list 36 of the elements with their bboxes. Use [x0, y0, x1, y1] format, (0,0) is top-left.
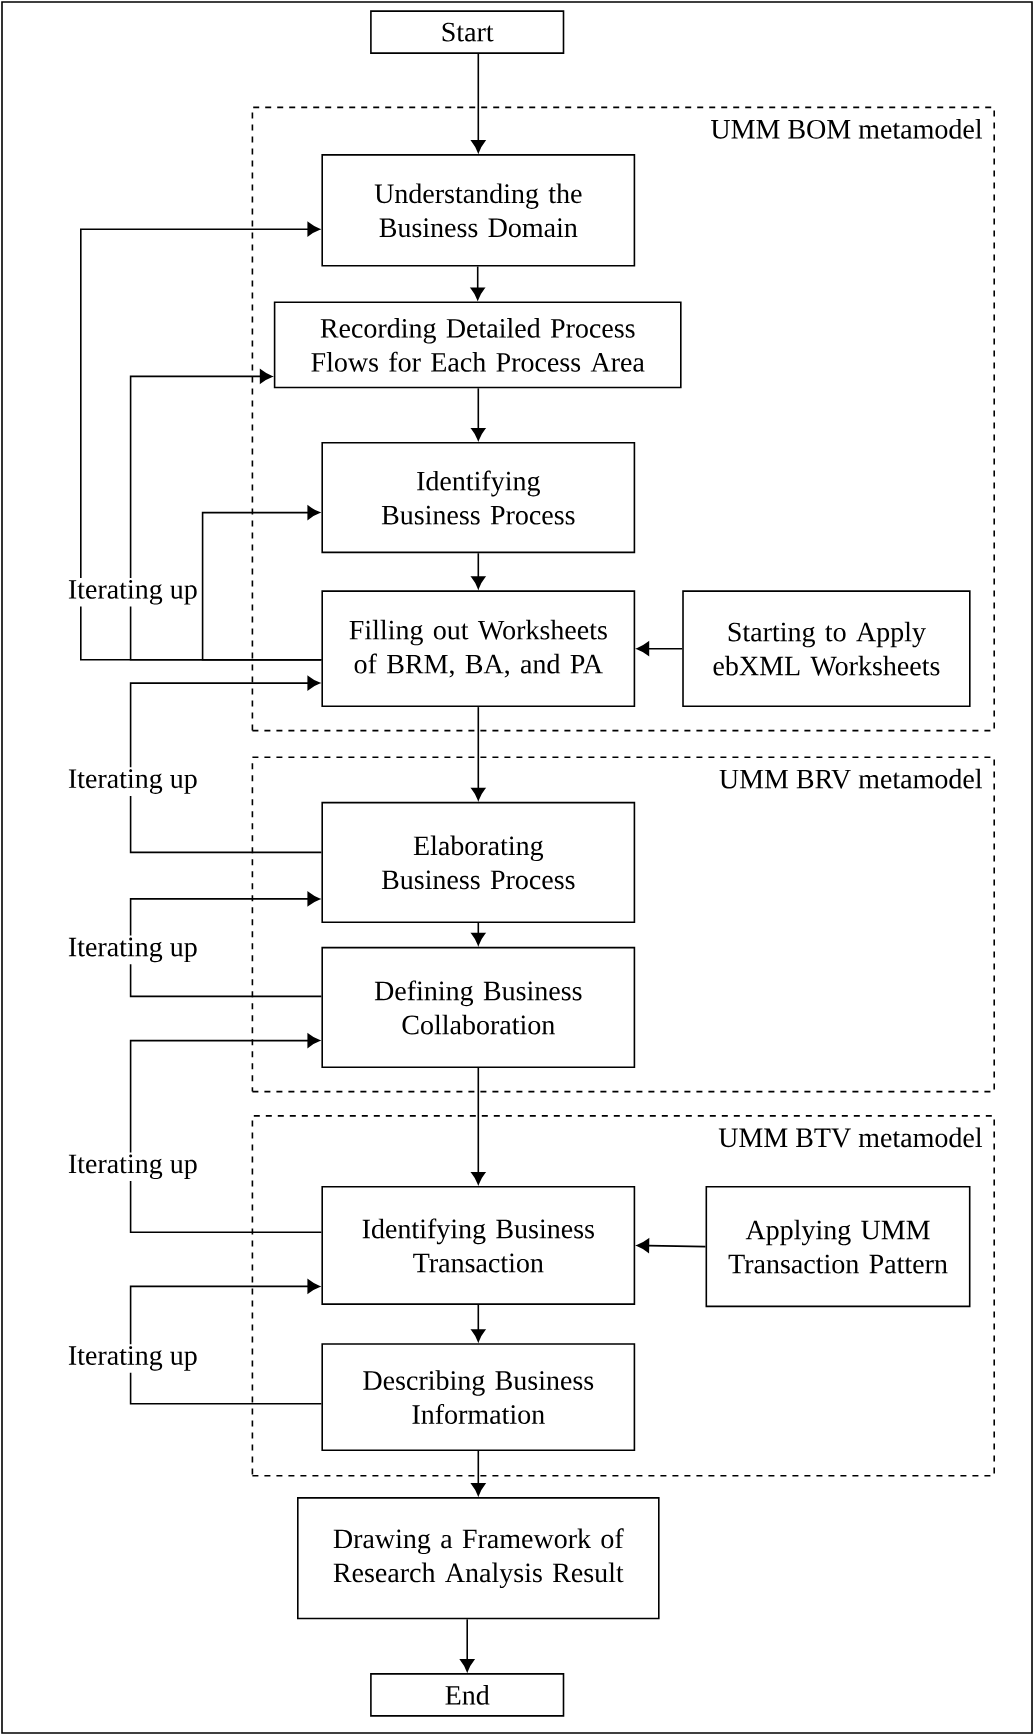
arrow — [471, 387, 486, 441]
iteration-label: Iterating up — [65, 767, 200, 796]
iteration-label: Iterating up — [65, 1152, 200, 1182]
iteration-label: Iterating up — [65, 1344, 200, 1373]
process-box: Defining Business Collaboration — [321, 946, 636, 1068]
arrow — [471, 552, 486, 589]
process-box: Drawing a Framework of Research Analysis Result — [297, 1497, 660, 1620]
process-box: Understanding the Business Domain — [321, 154, 636, 267]
process-box: Starting to Apply ebXML Worksheets — [682, 590, 971, 708]
arrow — [471, 1450, 486, 1496]
process-box: Describing Business Information — [321, 1343, 636, 1451]
arrow — [80, 222, 323, 661]
process-box: Identifying Business Transaction — [321, 1185, 636, 1305]
process-box: Filling out Worksheets of BRM, BA, and PA — [321, 590, 636, 708]
arrow — [129, 1279, 323, 1405]
process-box: Recording Detailed Process Flows for Each Process Area — [273, 301, 682, 389]
arrow — [129, 891, 323, 998]
process-box: Identifying Business Process — [321, 442, 636, 554]
iteration-label: Iterating up — [65, 935, 200, 965]
arrow — [636, 1238, 707, 1253]
arrow — [470, 265, 485, 301]
arrow — [636, 641, 683, 656]
arrow — [471, 922, 486, 946]
arrow — [471, 706, 486, 801]
arrow — [129, 1033, 323, 1233]
iteration-label: Iterating up — [65, 578, 200, 607]
arrow — [129, 676, 323, 854]
arrow — [471, 1304, 486, 1342]
arrow — [460, 1618, 475, 1672]
process-box: Elaborating Business Process — [321, 801, 636, 923]
terminal-box: Start — [370, 10, 565, 54]
arrow — [471, 1067, 486, 1185]
terminal-box: End — [370, 1673, 565, 1717]
process-box: Applying UMM Transaction Pattern — [705, 1186, 971, 1308]
arrow — [201, 505, 323, 661]
arrow — [471, 53, 486, 153]
